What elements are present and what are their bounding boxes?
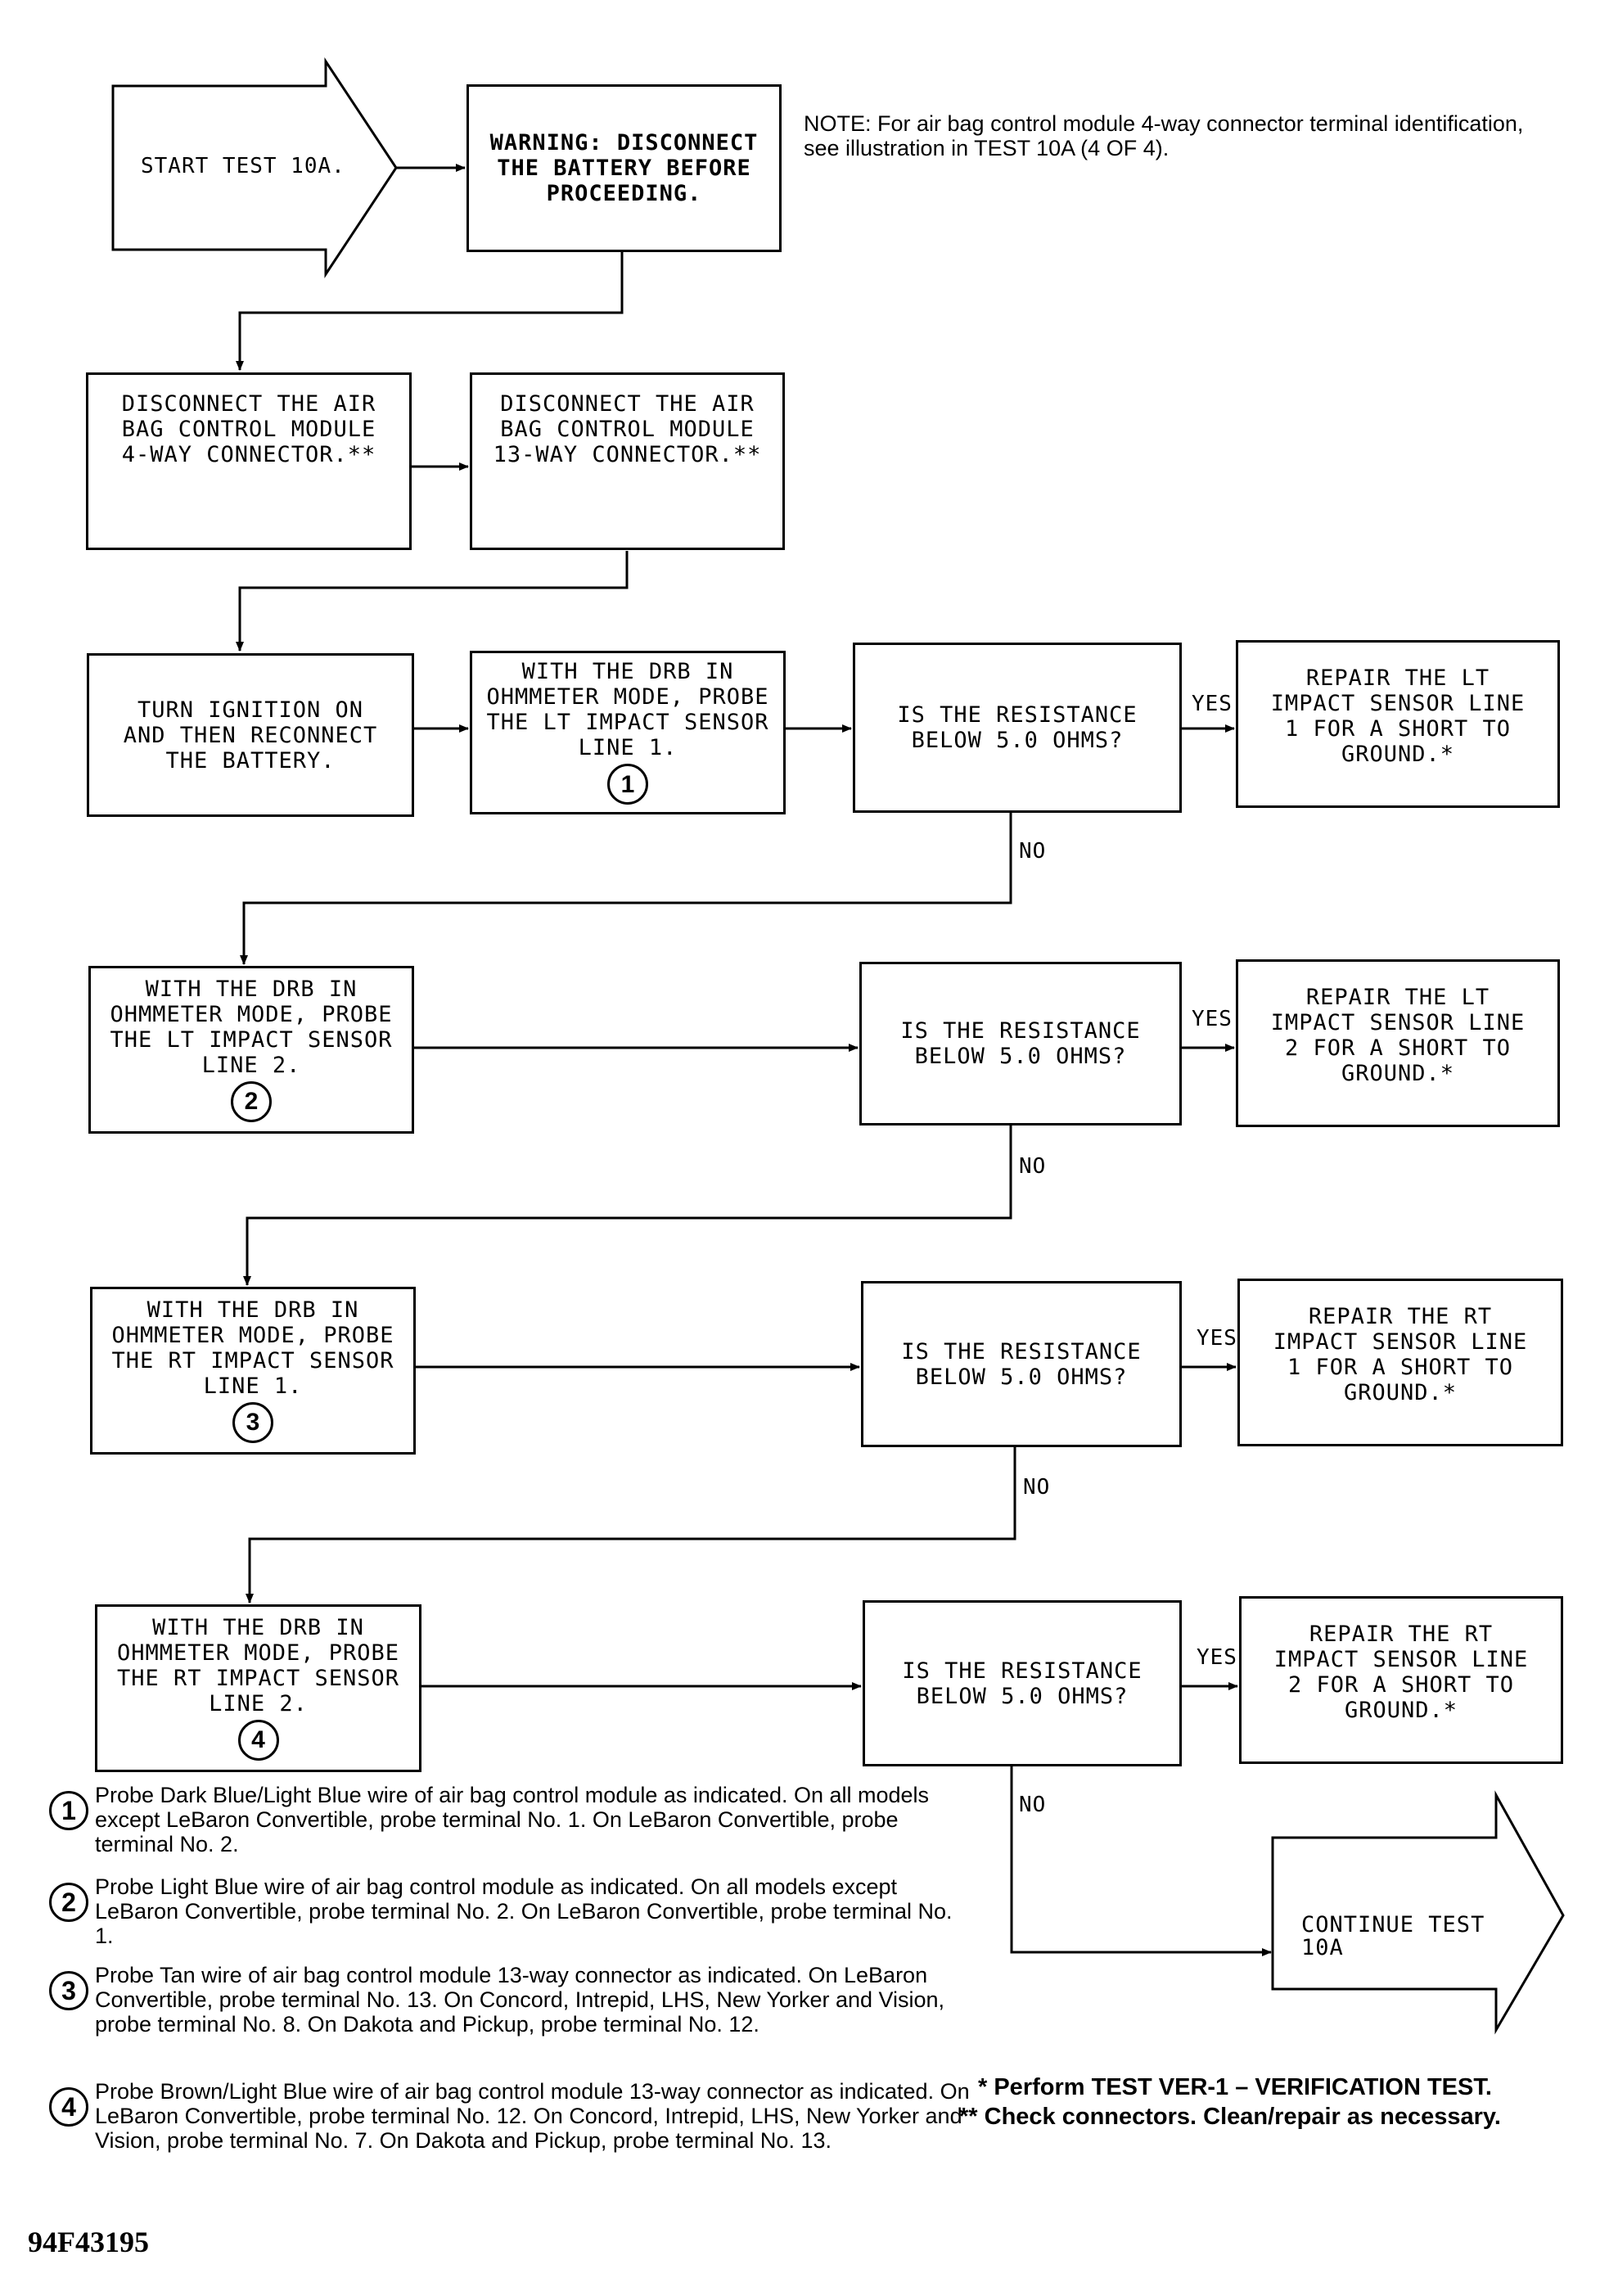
probe-number-badge-2: 2 (231, 1080, 272, 1122)
disconnect-13way-text: DISCONNECT THE AIR BAG CONTROL MODULE 13… (493, 391, 762, 467)
repair-box-2: REPAIR THE LT IMPACT SENSOR LINE 2 FOR A… (1236, 959, 1560, 1127)
continue-arrow-shape (1271, 1790, 1565, 2035)
probe-text-1: WITH THE DRB IN OHMMETER MODE, PROBE THE… (486, 659, 769, 760)
probe-box-4: WITH THE DRB IN OHMMETER MODE, PROBE THE… (95, 1604, 421, 1772)
question-box-4: IS THE RESISTANCE BELOW 5.0 OHMS? (863, 1600, 1182, 1766)
yes-label-4: YES (1197, 1645, 1237, 1670)
yes-label-1: YES (1192, 692, 1233, 716)
ignition-text: TURN IGNITION ON AND THEN RECONNECT THE … (123, 697, 378, 774)
footnote-badge-4: 4 (49, 2087, 88, 2127)
footnote-2: 2 Probe Light Blue wire of air bag contr… (49, 1874, 974, 1948)
footnote-text-3: Probe Tan wire of air bag control module… (95, 1963, 945, 2037)
repair-text-3: REPAIR THE RT IMPACT SENSOR LINE 1 FOR A… (1273, 1304, 1528, 1405)
footnote-badge-1: 1 (49, 1791, 88, 1830)
repair-text-2: REPAIR THE LT IMPACT SENSOR LINE 2 FOR A… (1270, 985, 1526, 1086)
question-text-1: IS THE RESISTANCE BELOW 5.0 OHMS? (897, 702, 1138, 753)
question-box-3: IS THE RESISTANCE BELOW 5.0 OHMS? (861, 1281, 1182, 1447)
footnote-text-4: Probe Brown/Light Blue wire of air bag c… (95, 2079, 970, 2153)
repair-text-1: REPAIR THE LT IMPACT SENSOR LINE 1 FOR A… (1270, 665, 1526, 767)
no-label-1: NO (1019, 839, 1047, 864)
no-label-2: NO (1019, 1154, 1047, 1179)
probe-box-3: WITH THE DRB IN OHMMETER MODE, PROBE THE… (90, 1287, 416, 1455)
footnote-badge-3: 3 (49, 1971, 88, 2010)
footnote-1: 1 Probe Dark Blue/Light Blue wire of air… (49, 1783, 974, 1856)
question-box-2: IS THE RESISTANCE BELOW 5.0 OHMS? (859, 962, 1182, 1125)
repair-box-1: REPAIR THE LT IMPACT SENSOR LINE 1 FOR A… (1236, 640, 1560, 808)
yes-label-3: YES (1197, 1326, 1237, 1351)
warning-box: WARNING: DISCONNECT THE BATTERY BEFORE P… (466, 84, 782, 252)
yes-label-2: YES (1192, 1007, 1233, 1031)
disconnect-13way-box: DISCONNECT THE AIR BAG CONTROL MODULE 13… (470, 372, 785, 550)
note-text: NOTE: For air bag control module 4-way c… (804, 111, 1524, 160)
probe-number-badge-4: 4 (237, 1719, 279, 1761)
repair-box-3: REPAIR THE RT IMPACT SENSOR LINE 1 FOR A… (1237, 1279, 1563, 1446)
ignition-box: TURN IGNITION ON AND THEN RECONNECT THE … (87, 653, 414, 817)
figure-id: 94F43195 (28, 2226, 149, 2258)
footnote-badge-2: 2 (49, 1883, 88, 1922)
disconnect-4way-text: DISCONNECT THE AIR BAG CONTROL MODULE 4-… (121, 391, 376, 467)
legend-check-connectors: ** Check connectors. Clean/repair as nec… (959, 2104, 1501, 2130)
probe-text-3: WITH THE DRB IN OHMMETER MODE, PROBE THE… (111, 1297, 394, 1399)
warning-text: WARNING: DISCONNECT THE BATTERY BEFORE P… (489, 130, 759, 206)
probe-number-badge-3: 3 (232, 1401, 273, 1443)
question-text-3: IS THE RESISTANCE BELOW 5.0 OHMS? (901, 1338, 1142, 1390)
probe-box-2: WITH THE DRB IN OHMMETER MODE, PROBE THE… (88, 966, 414, 1134)
footnote-3: 3 Probe Tan wire of air bag control modu… (49, 1963, 974, 2037)
start-arrow-shape (111, 57, 398, 278)
no-label-3: NO (1023, 1475, 1051, 1500)
no-label-4: NO (1019, 1793, 1047, 1817)
probe-number-badge-1: 1 (607, 764, 648, 805)
probe-text-4: WITH THE DRB IN OHMMETER MODE, PROBE THE… (116, 1614, 400, 1716)
repair-text-4: REPAIR THE RT IMPACT SENSOR LINE 2 FOR A… (1273, 1622, 1529, 1723)
continue-test-label: CONTINUE TEST 10A (1301, 1912, 1485, 1960)
disconnect-4way-box: DISCONNECT THE AIR BAG CONTROL MODULE 4-… (86, 372, 412, 550)
question-text-4: IS THE RESISTANCE BELOW 5.0 OHMS? (902, 1658, 1143, 1709)
probe-box-1: WITH THE DRB IN OHMMETER MODE, PROBE THE… (470, 651, 786, 814)
footnote-text-2: Probe Light Blue wire of air bag control… (95, 1874, 953, 1948)
question-box-1: IS THE RESISTANCE BELOW 5.0 OHMS? (853, 643, 1182, 813)
repair-box-4: REPAIR THE RT IMPACT SENSOR LINE 2 FOR A… (1239, 1596, 1563, 1764)
question-text-2: IS THE RESISTANCE BELOW 5.0 OHMS? (900, 1018, 1141, 1069)
footnote-text-1: Probe Dark Blue/Light Blue wire of air b… (95, 1783, 930, 1856)
start-test-label: START TEST 10A. (141, 154, 345, 178)
legend-verification: * Perform TEST VER-1 – VERIFICATION TEST… (978, 2074, 1492, 2100)
footnote-4: 4 Probe Brown/Light Blue wire of air bag… (49, 2079, 974, 2153)
probe-text-2: WITH THE DRB IN OHMMETER MODE, PROBE THE… (110, 976, 393, 1078)
